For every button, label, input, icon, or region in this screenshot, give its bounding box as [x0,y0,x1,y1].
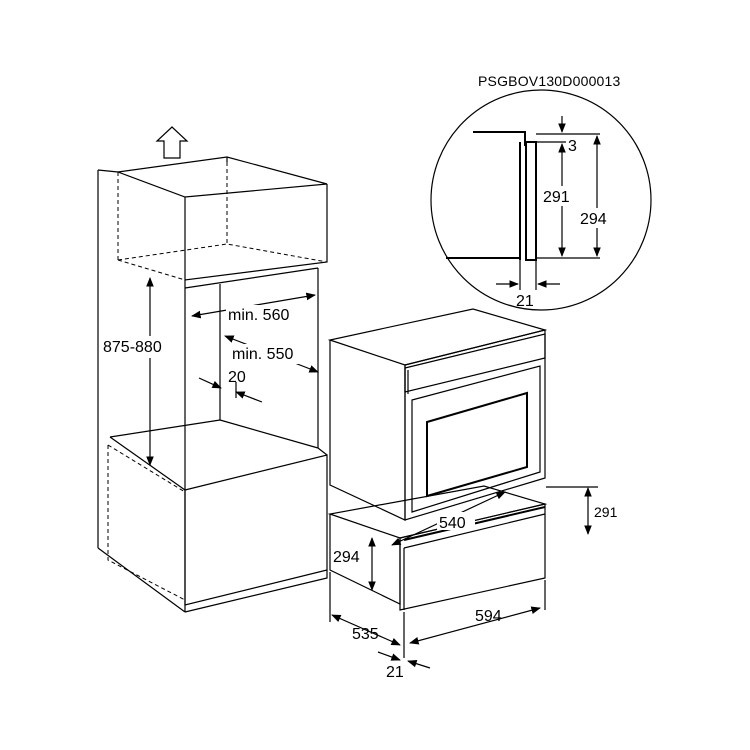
label-rear-gap: 20 [228,369,246,386]
label-niche-depth: min. 550 [232,346,293,363]
product-code: PSGBOV130D000013 [478,73,621,89]
warming-drawer: 540 294 291 535 594 21 [327,485,618,681]
label-cabinet-height: 875-880 [103,339,162,356]
oven-unit [327,308,548,521]
tall-cabinet: 875-880 min. 560 min. 550 20 [97,126,328,613]
label-niche-width: min. 560 [228,307,289,324]
label-drawer-front-height: 294 [333,549,360,566]
label-drawer-side-height: 291 [594,504,618,520]
label-detail-thickness: 21 [516,293,534,310]
label-front-width: 594 [475,608,502,625]
label-detail-outer-height: 294 [580,211,607,228]
label-front-thickness: 21 [386,664,404,681]
up-arrow-icon [155,126,189,159]
label-detail-inner-height: 291 [543,189,570,206]
detail-view: 3 291 294 21 [430,89,652,311]
label-detail-gap: 3 [568,138,577,155]
label-oven-depth: 535 [352,626,379,643]
label-drawer-depth: 540 [439,515,466,532]
